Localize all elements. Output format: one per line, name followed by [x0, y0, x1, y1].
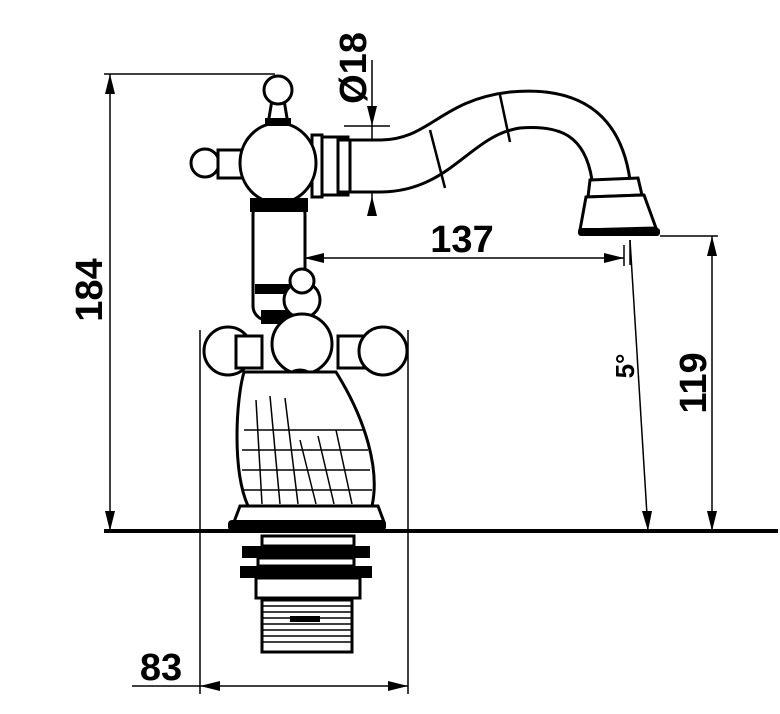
spout-diameter-label: Ø18 [333, 32, 375, 104]
total-height-label: 184 [69, 258, 111, 321]
spout-height-label: 119 [673, 352, 715, 413]
swivel-angle-label: 5° [610, 354, 640, 379]
spout-reach-label: 137 [430, 219, 493, 261]
dimension-lines [104, 60, 778, 694]
faucet-body [189, 74, 660, 654]
base-width-label: 83 [140, 647, 182, 689]
